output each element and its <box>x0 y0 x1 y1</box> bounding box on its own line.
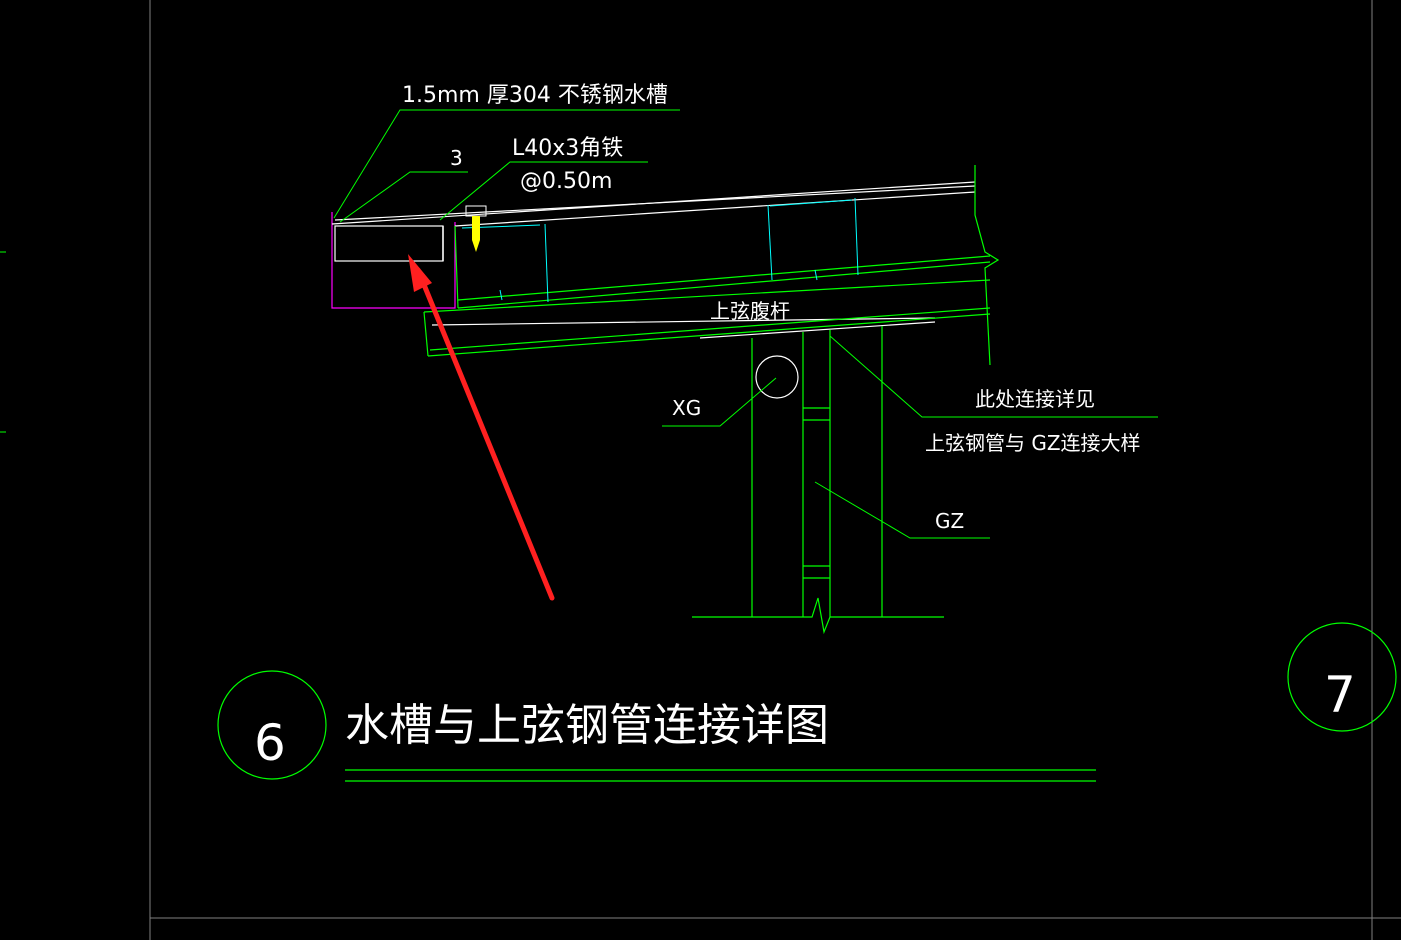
label-top-chord-web: 上弦腹杆 <box>710 299 790 323</box>
label-xg: XG <box>672 396 701 420</box>
steel-column-gz <box>692 326 944 635</box>
label-gutter-material: 1.5mm 厚304 不锈钢水槽 <box>402 83 668 108</box>
pipe-xg-circle <box>755 355 799 399</box>
next-detail-circle <box>1287 622 1397 732</box>
bolt-icon <box>465 205 487 252</box>
label-weld-size: 3 <box>450 146 463 170</box>
top-chord <box>423 165 1000 366</box>
red-arrow <box>408 254 555 601</box>
next-detail-number: 7 <box>1324 666 1356 724</box>
leader-lines <box>333 109 1158 539</box>
roof-panel <box>331 181 976 339</box>
label-gz: GZ <box>935 509 964 533</box>
stainless-gutter <box>331 212 456 309</box>
detail-number: 6 <box>254 714 286 772</box>
label-connection-note-1: 此处连接详见 <box>975 387 1095 411</box>
detail-number-circle <box>217 670 327 780</box>
label-angle-steel: L40x3角铁 <box>512 136 623 161</box>
label-connection-note-2: 上弦钢管与 GZ连接大样 <box>925 431 1141 455</box>
label-angle-spacing: @0.50m <box>520 169 612 194</box>
detail-title: 水槽与上弦钢管连接详图 <box>345 700 829 751</box>
detail-title-block: 6 水槽与上弦钢管连接详图 7 <box>217 622 1397 782</box>
